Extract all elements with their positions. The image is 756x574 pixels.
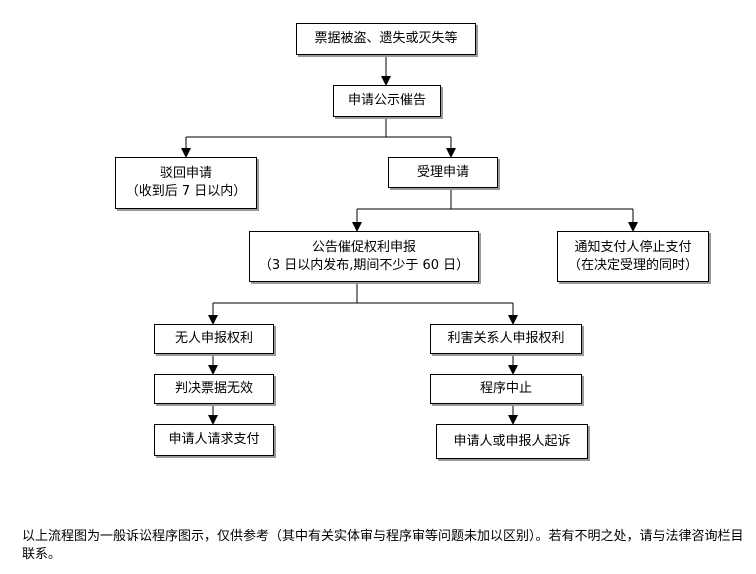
node-notify-label: 通知支付人停止支付 [574, 239, 692, 255]
node-suspend: 程序中止 [430, 374, 582, 404]
node-apply: 申请公示催告 [333, 85, 441, 117]
node-sue: 申请人或申报人起诉 [436, 424, 588, 459]
node-reject-label: 驳回申请 [159, 166, 212, 181]
node-reject-sublabel: （收到后 7 日以内） [125, 184, 247, 199]
node-announce: 公告催促权利申报 （3 日以内发布,期间不少于 60 日） [249, 231, 479, 282]
node-announce-label: 公告催促权利申报 [311, 239, 416, 255]
node-accept: 受理申请 [388, 157, 498, 188]
node-invalid-label: 判决票据无效 [174, 381, 253, 396]
node-notify: 通知支付人停止支付 （在决定受理的同时） [557, 231, 709, 282]
node-invalid: 判决票据无效 [154, 374, 274, 404]
node-notify-sublabel: （在决定受理的同时） [567, 257, 698, 273]
node-start-label: 票据被盗、遗失或灭失等 [314, 31, 458, 46]
node-pay-label: 申请人请求支付 [168, 432, 260, 447]
node-apply-label: 申请公示催告 [347, 93, 426, 108]
node-claim-label: 利害关系人申报权利 [447, 331, 565, 346]
footnote-text: 以上流程图为一般诉讼程序图示，仅供参考（其中有关实体审与程序审等问题未加以区别）… [22, 529, 744, 562]
node-no-claim: 无人申报权利 [154, 324, 274, 354]
node-announce-sublabel: （3 日以内发布,期间不少于 60 日） [258, 257, 470, 273]
node-no-claim-label: 无人申报权利 [174, 331, 253, 346]
node-pay: 申请人请求支付 [154, 424, 274, 456]
node-claim: 利害关系人申报权利 [430, 324, 582, 354]
node-start: 票据被盗、遗失或灭失等 [296, 23, 476, 55]
node-reject: 驳回申请 （收到后 7 日以内） [115, 157, 257, 209]
node-sue-label: 申请人或申报人起诉 [453, 433, 571, 449]
node-suspend-label: 程序中止 [479, 381, 532, 396]
node-accept-label: 受理申请 [416, 164, 469, 180]
